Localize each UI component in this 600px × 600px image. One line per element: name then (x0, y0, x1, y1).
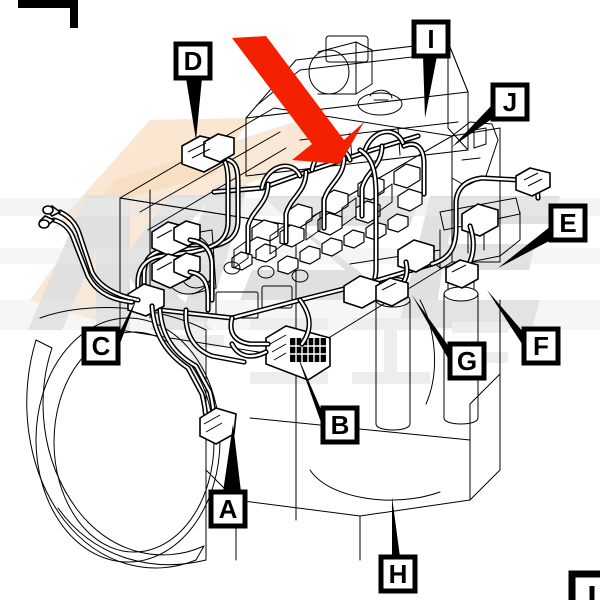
callout-A-tail (223, 424, 241, 492)
callout-I-label: I (427, 24, 434, 54)
callout-I-tail (423, 56, 437, 118)
callout-G-tail (412, 295, 450, 362)
callout-B-box (320, 405, 360, 445)
callout-J-box (490, 82, 530, 122)
callout-E[interactable]: E (498, 203, 588, 268)
callout-D-label: D (184, 46, 203, 76)
callout-E-label: E (559, 208, 576, 238)
callout-G[interactable]: G (412, 295, 487, 381)
callout-J-tail (452, 104, 493, 147)
callout-H-box (378, 554, 418, 594)
callout-D-box (173, 41, 213, 81)
filter-connectors (375, 259, 479, 307)
callout-G-label: G (457, 346, 477, 376)
callout-B[interactable]: B (296, 352, 360, 445)
sensor-plug-a (199, 407, 237, 445)
callout-G-box (447, 341, 487, 381)
ecu-multi-pin-connector (265, 325, 331, 381)
crop-mark-top-left (18, 0, 78, 28)
callout-A[interactable]: A (208, 424, 248, 529)
callout-F[interactable]: F (487, 290, 561, 366)
callout-E-tail (498, 226, 551, 268)
callout-F-box (521, 326, 561, 366)
callout-F-tail (487, 290, 524, 347)
connector-d (181, 133, 235, 173)
callout-A-label: A (219, 494, 238, 524)
connector-e-end (515, 167, 551, 197)
callout-C[interactable]: C (81, 298, 137, 366)
callout-F-label: F (533, 331, 549, 361)
ring-terminals (38, 205, 62, 229)
callout-I[interactable]: I (411, 19, 451, 118)
callout-H[interactable]: H (378, 497, 418, 594)
callout-B-label: B (331, 410, 350, 440)
callout-C-box (81, 326, 121, 366)
air-intake-manifold (308, 35, 403, 116)
callout-A-box (208, 489, 248, 529)
callout-H-label: H (389, 559, 408, 589)
main-wiring-harness (38, 129, 551, 445)
callout-C-tail (118, 298, 137, 349)
red-pointer-arrow (232, 36, 364, 164)
callout-B-tail (296, 352, 323, 428)
callout-D[interactable]: D (173, 41, 213, 140)
callout-H-tail (392, 497, 400, 557)
callout-E-box (548, 203, 588, 243)
callout-I-box (411, 19, 451, 59)
callout-J[interactable]: J (452, 82, 530, 147)
callout-D-tail (186, 78, 202, 140)
harness-junction-c (127, 283, 165, 317)
engine-block-lower (205, 299, 501, 561)
callout-J-label: J (503, 87, 517, 117)
callout-C-label: C (92, 331, 111, 361)
crop-mark-bottom-right (568, 570, 600, 600)
